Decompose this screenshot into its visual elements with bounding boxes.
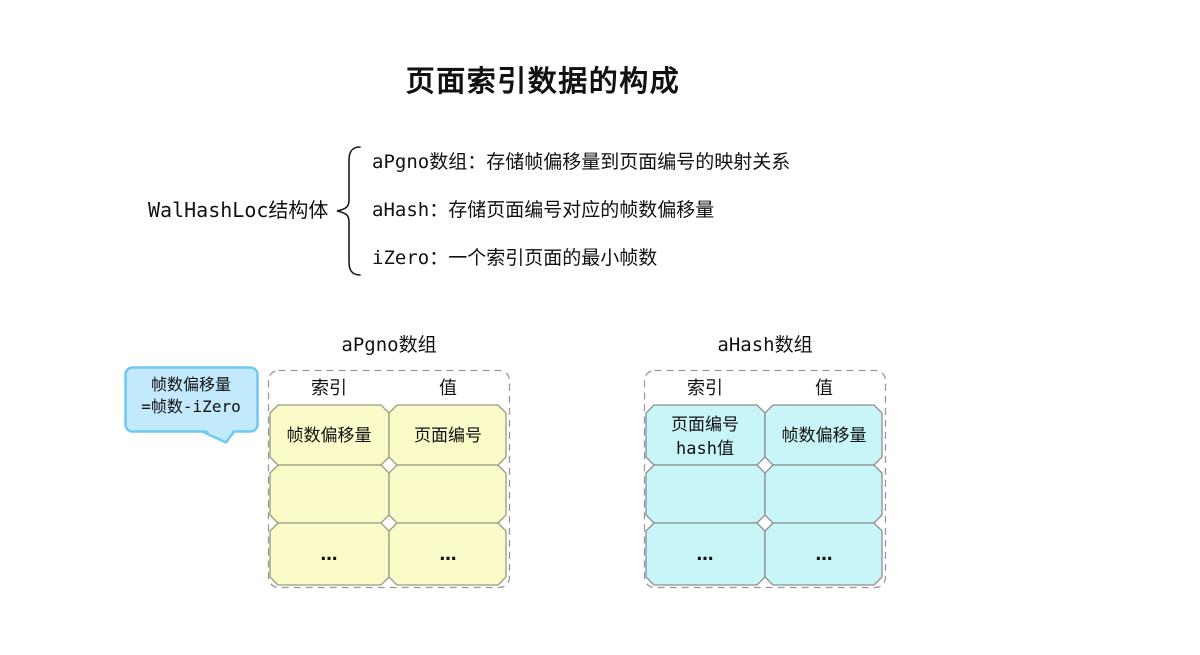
callout-line2: =帧数-iZero [141,397,240,416]
ahash-table: 索引 值 页面编号 hash值 帧数偏移量 … … [643,369,887,589]
apgno-header-value: 值 [439,378,457,399]
table-cell [388,464,507,524]
struct-member-ahash: aHash：存储页面编号对应的帧数偏移量 [372,199,715,221]
struct-member-izero: iZero：一个索引页面的最小帧数 [372,247,658,269]
page-title: 页面索引数据的构成 [405,64,681,98]
apgno-ellipsis-index: … [321,545,338,565]
callout-bubble: 帧数偏移量 =帧数-iZero [124,366,259,444]
ahash-cell-index-line1: 页面编号 [671,415,739,435]
table-cell [645,464,766,524]
callout-line1: 帧数偏移量 [151,375,231,394]
struct-name: WalHashLoc结构体 [148,198,329,222]
table-cell [645,522,766,586]
table-cell [764,464,883,524]
struct-member-apgno: aPgno数组：存储帧偏移量到页面编号的映射关系 [372,151,791,173]
curly-brace-icon [336,146,361,276]
table-cell [388,522,507,586]
ahash-ellipsis-index: … [697,545,714,565]
apgno-cell-value-label: 页面编号 [414,426,482,446]
table-cell [764,522,883,586]
apgno-cell-index-label: 帧数偏移量 [287,426,372,446]
ahash-header-value: 值 [815,378,833,399]
table-cell [269,464,390,524]
apgno-table-border [267,369,511,589]
table-cell [269,522,390,586]
ahash-table-label: aHash数组 [717,334,813,356]
apgno-ellipsis-value: … [440,545,457,565]
ahash-cell-value-label: 帧数偏移量 [782,426,867,446]
ahash-header-index: 索引 [687,378,723,399]
callout-tail [203,428,234,443]
ahash-ellipsis-value: … [816,545,833,565]
ahash-table-border [643,369,887,589]
apgno-table-label: aPgno数组 [341,334,437,356]
ahash-cell-index-line2: hash值 [676,439,734,459]
apgno-header-index: 索引 [311,378,347,399]
apgno-table: 索引 值 帧数偏移量 页面编号 … … [267,369,511,589]
callout-body [124,366,259,433]
